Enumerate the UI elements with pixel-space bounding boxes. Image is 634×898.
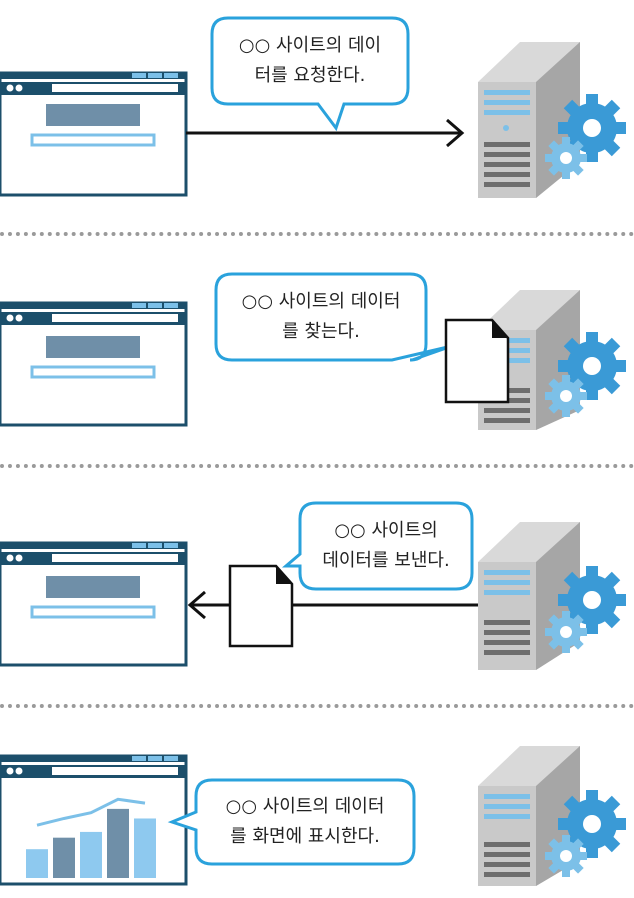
- content-block: [46, 104, 140, 126]
- step-4-graphics: [0, 746, 626, 886]
- dotted-divider: [0, 704, 634, 708]
- bubble-text: ○○ 사이트의 데이터 를 화면에 표시한다.: [225, 796, 385, 847]
- chart-trend-line: [36, 797, 146, 827]
- dotted-divider: [0, 464, 634, 468]
- chart-bar: [107, 808, 129, 878]
- dotted-divider: [0, 232, 634, 236]
- speech-bubble: [210, 16, 410, 132]
- gear-icon: [558, 790, 626, 858]
- gear-icon: [545, 375, 587, 417]
- chart-bar: [134, 818, 156, 878]
- speech-bubble: [167, 778, 416, 866]
- step-panel-4: ○○ 사이트의 데이터 를 화면에 표시한다.: [0, 710, 634, 898]
- browser-window: [0, 71, 188, 197]
- input-block: [30, 133, 156, 147]
- gear-icon: [558, 332, 626, 400]
- gear-icon: [545, 611, 587, 653]
- step-2-graphics: [0, 272, 626, 430]
- gear-icon: [545, 835, 587, 877]
- bubble-text: ○○ 사이트의 데이터 를 찾는다.: [241, 291, 401, 342]
- step-panel-2: ○○ 사이트의 데이터 를 찾는다.: [0, 238, 634, 462]
- request-arrow: [186, 118, 465, 148]
- chart-bar: [80, 831, 102, 878]
- step-panel-1: ○○ 사이트의 데이 터를 요청한다.: [0, 0, 634, 225]
- step-3-graphics: [0, 501, 626, 670]
- chart-bar: [26, 849, 48, 878]
- step-panel-3: ○○ 사이트의 데이터를 보낸다.: [0, 470, 634, 700]
- browser-window: [0, 541, 188, 667]
- mini-chart: [26, 797, 156, 878]
- browser-window: [0, 301, 188, 427]
- step-1-graphics: [0, 16, 626, 198]
- bubble-text: ○○ 사이트의 데이 터를 요청한다.: [238, 35, 382, 86]
- speech-bubble: [214, 272, 453, 362]
- chart-bar: [53, 837, 75, 878]
- gear-icon: [545, 137, 587, 179]
- speech-bubble: [281, 501, 474, 591]
- document-icon: [228, 564, 294, 648]
- gear-icon: [558, 566, 626, 634]
- bubble-text: ○○ 사이트의 데이터를 보낸다.: [322, 520, 450, 571]
- document-icon: [444, 318, 510, 404]
